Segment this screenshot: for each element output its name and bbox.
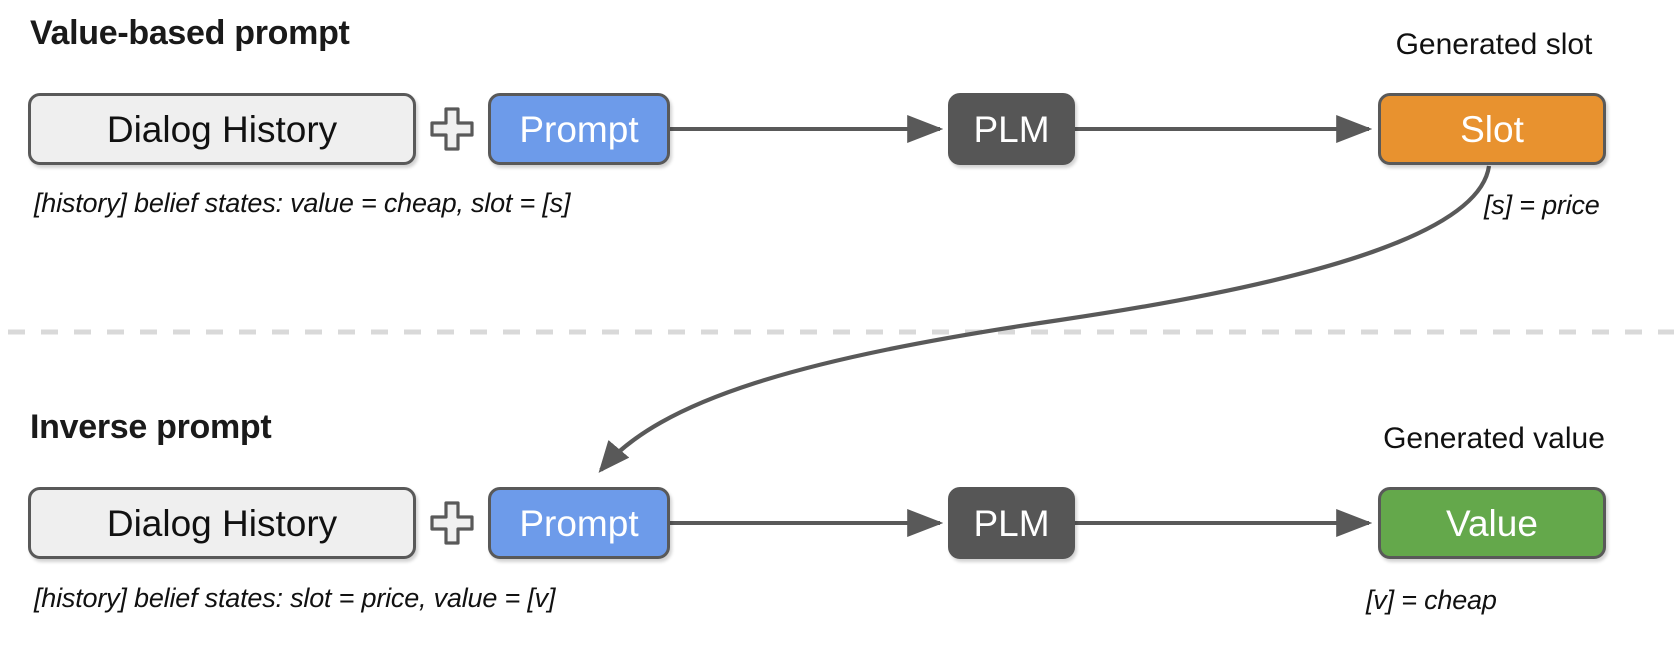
- top-output-caption: Generated slot: [1395, 28, 1593, 61]
- top-dialog-history-box[interactable]: Dialog History: [28, 93, 416, 165]
- top-plm-label: PLM: [973, 108, 1050, 150]
- bottom-prompt-label: Prompt: [519, 502, 639, 544]
- bottom-plm-box[interactable]: PLM: [948, 487, 1075, 559]
- top-dialog-history-label: Dialog History: [106, 108, 338, 150]
- top-prompt-box[interactable]: Prompt: [488, 93, 670, 165]
- bottom-dialog-history-label: Dialog History: [106, 502, 338, 544]
- plus-icon: [430, 501, 474, 545]
- top-slot-label: Slot: [1460, 108, 1524, 150]
- top-prompt-text: [history] belief states: value = cheap, …: [34, 188, 571, 218]
- plus-icon: [430, 107, 474, 151]
- top-slot-box[interactable]: Slot: [1378, 93, 1606, 165]
- bottom-output-note: [v] = cheap: [1366, 585, 1497, 615]
- bottom-value-label: Value: [1446, 502, 1538, 544]
- bottom-prompt-box[interactable]: Prompt: [488, 487, 670, 559]
- section-heading-inverse: Inverse prompt: [30, 408, 272, 446]
- bottom-plm-label: PLM: [973, 502, 1050, 544]
- curved-arrow-slot-to-prompt: [598, 165, 1492, 473]
- bottom-prompt-text: [history] belief states: slot = price, v…: [34, 583, 556, 613]
- bottom-dialog-history-box[interactable]: Dialog History: [28, 487, 416, 559]
- section-heading-value-based: Value-based prompt: [30, 14, 350, 52]
- bottom-output-caption: Generated value: [1383, 422, 1605, 455]
- top-prompt-label: Prompt: [519, 108, 639, 150]
- bottom-value-box[interactable]: Value: [1378, 487, 1606, 559]
- top-output-note: [s] = price: [1484, 190, 1600, 220]
- top-plm-box[interactable]: PLM: [948, 93, 1075, 165]
